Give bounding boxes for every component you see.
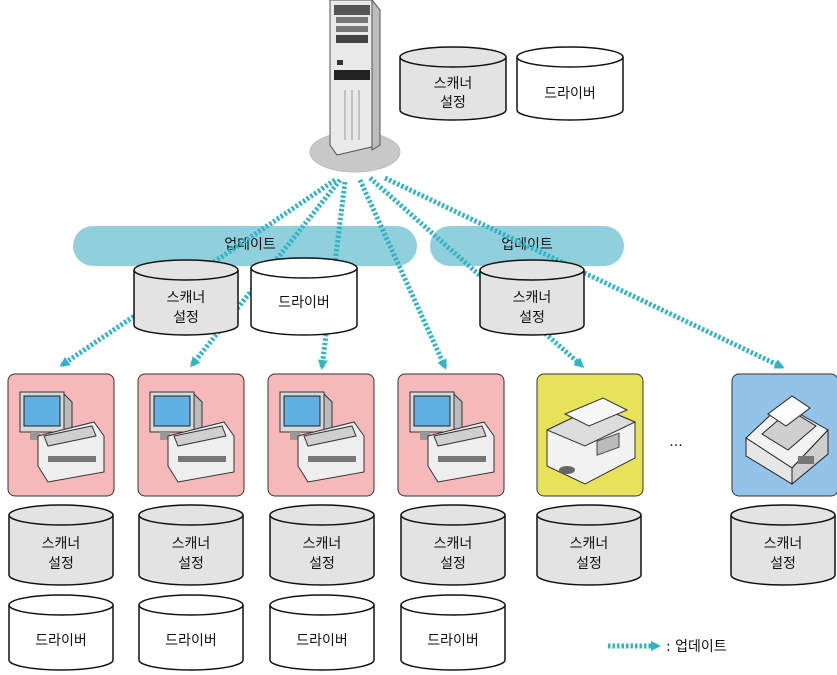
scanner-settings-label: 설정 (309, 556, 335, 572)
scanner-settings-label: 설정 (48, 556, 74, 572)
update-arrow-3 (317, 181, 348, 370)
device-1-scanner-settings-cylinder: 스캐너 설정 (8, 504, 114, 586)
scanner-settings-label: 설정 (576, 556, 602, 572)
scanner-settings-label: 설정 (440, 95, 466, 111)
scanner-settings-label: 스캐너 (434, 76, 473, 92)
more-devices-ellipsis: ... (669, 434, 682, 450)
pc-with-scanner-icon (279, 391, 365, 483)
update-band-right: 업데이트 (430, 226, 624, 266)
update-scanner-settings-cylinder-right: 스캐너 설정 (479, 259, 585, 336)
device-5-scanner-settings-cylinder: 스캐너 설정 (536, 504, 642, 586)
server-driver-cylinder: 드라이버 (516, 46, 624, 121)
scanner-settings-label: 스캐너 (42, 536, 81, 552)
scanner-settings-label: 설정 (173, 310, 199, 326)
device-box-3 (267, 373, 375, 497)
scanner-settings-label: 스캐너 (513, 290, 552, 306)
driver-label: 드라이버 (35, 633, 87, 649)
update-arrow-4 (357, 178, 448, 370)
device-3-scanner-settings-cylinder: 스캐너 설정 (269, 504, 375, 586)
scanner-settings-label: 스캐너 (303, 536, 342, 552)
driver-label: 드라이버 (544, 86, 596, 102)
scanner-settings-label: 스캐너 (167, 290, 206, 306)
scanner-settings-label: 스캐너 (570, 536, 609, 552)
device-6-scanner-settings-cylinder: 스캐너 설정 (730, 504, 836, 586)
scanner-settings-label: 설정 (770, 556, 796, 572)
scanner-settings-label: 스캐너 (434, 536, 473, 552)
device-4-scanner-settings-cylinder: 스캐너 설정 (400, 504, 506, 586)
device-4-driver-cylinder: 드라이버 (400, 594, 506, 671)
update-scanner-settings-cylinder-left: 스캐너 설정 (133, 259, 239, 336)
update-driver-cylinder-left: 드라이버 (250, 257, 358, 336)
network-scanner-icon (745, 395, 829, 486)
legend-label: : 업데이트 (666, 639, 727, 655)
scanner-settings-label: 설정 (178, 556, 204, 572)
device-box-2 (137, 373, 245, 497)
device-1-driver-cylinder: 드라이버 (8, 594, 114, 671)
update-label: 업데이트 (224, 237, 276, 253)
update-arrow-1 (59, 177, 337, 368)
driver-label: 드라이버 (427, 633, 479, 649)
update-label: 업데이트 (501, 237, 553, 253)
device-box-4 (397, 373, 505, 497)
scanner-settings-label: 설정 (440, 556, 466, 572)
pc-with-scanner-icon (149, 391, 235, 483)
device-box-5 (536, 373, 644, 497)
legend: : 업데이트 (608, 639, 727, 655)
pc-with-scanner-icon (409, 391, 495, 483)
update-arrow-6 (383, 175, 785, 370)
device-box-6 (731, 373, 837, 497)
scanner-settings-label: 스캐너 (764, 536, 803, 552)
server-tower-icon (309, 0, 401, 173)
device-2-scanner-settings-cylinder: 스캐너 설정 (138, 504, 244, 586)
device-2-driver-cylinder: 드라이버 (138, 594, 244, 671)
scanner-settings-label: 설정 (519, 310, 545, 326)
driver-label: 드라이버 (165, 633, 217, 649)
device-3-driver-cylinder: 드라이버 (269, 594, 375, 671)
server-scanner-settings-cylinder: 스캐너 설정 (399, 46, 507, 121)
pc-with-scanner-icon (19, 391, 105, 483)
driver-label: 드라이버 (278, 295, 330, 311)
scanner-settings-label: 스캐너 (172, 536, 211, 552)
compact-scanner-icon (545, 397, 637, 485)
device-box-1 (7, 373, 115, 497)
update-band-left: 업데이트 (73, 226, 417, 266)
driver-label: 드라이버 (296, 633, 348, 649)
